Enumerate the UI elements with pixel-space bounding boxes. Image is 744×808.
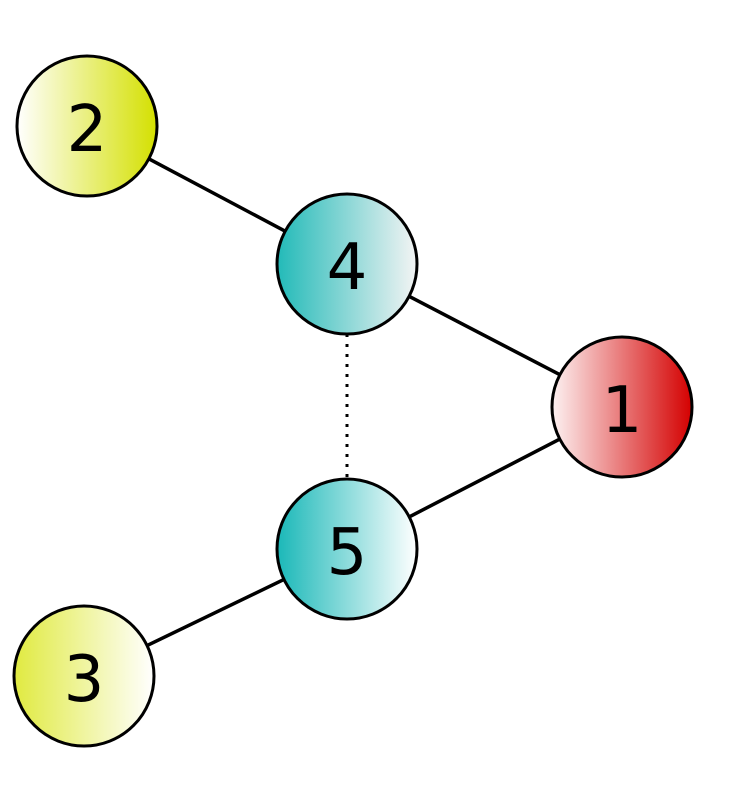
- edge-1-5: [408, 437, 561, 519]
- nodes-layer: 1 2 3 4 5: [12, 54, 694, 748]
- node-circle-4: [275, 192, 419, 336]
- node-circle-2: [15, 54, 159, 198]
- edge-4-1: [408, 294, 561, 377]
- node-label-2: 2: [67, 93, 108, 167]
- node-2: 2: [15, 54, 159, 198]
- node-circle-3: [12, 604, 156, 748]
- node-label-3: 3: [64, 643, 105, 717]
- edge-2-4: [148, 157, 286, 233]
- node-circle-1: [550, 335, 694, 479]
- edges-layer: [146, 157, 561, 648]
- node-label-1: 1: [602, 374, 643, 448]
- node-1: 1: [550, 335, 694, 479]
- node-4: 4: [275, 192, 419, 336]
- node-label-5: 5: [327, 516, 368, 590]
- node-label-4: 4: [327, 231, 368, 305]
- node-3: 3: [12, 604, 156, 748]
- node-5: 5: [275, 477, 419, 621]
- edge-5-3: [146, 577, 285, 648]
- node-circle-5: [275, 477, 419, 621]
